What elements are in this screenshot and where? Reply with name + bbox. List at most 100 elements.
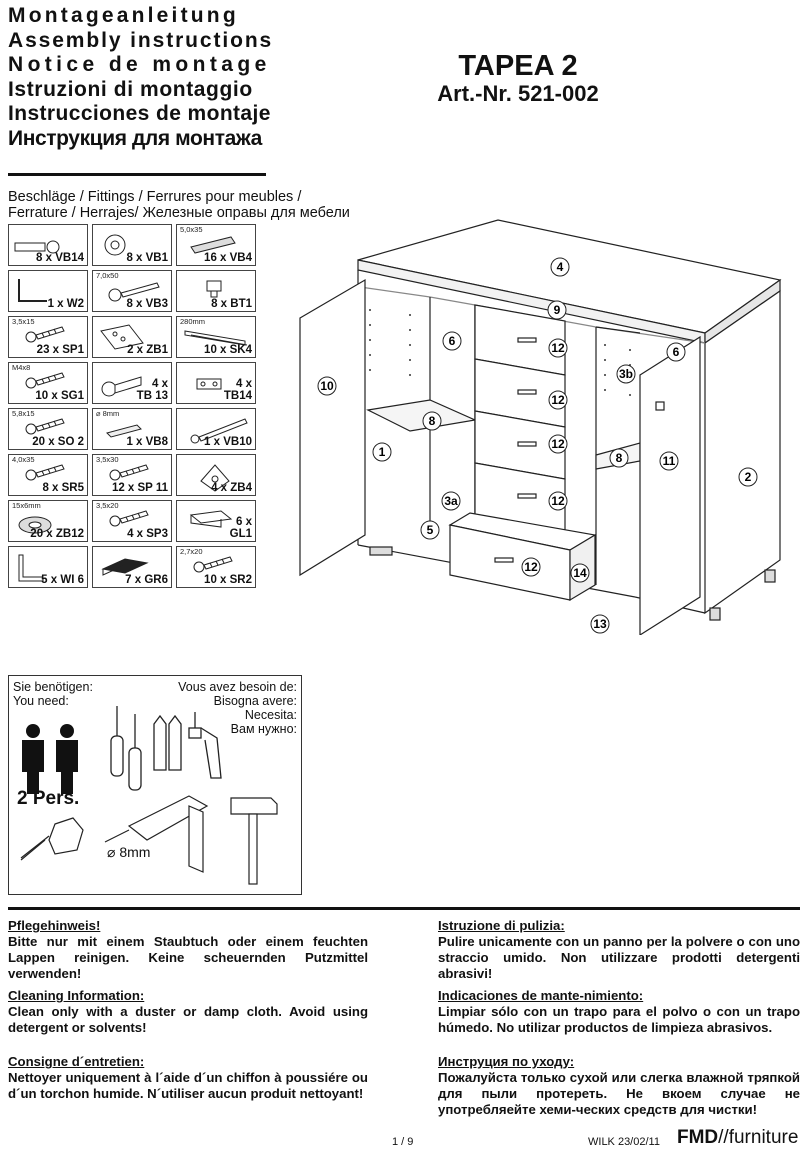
care-de: Pflegehinweis! Bitte nur mit einem Staub… (8, 918, 368, 982)
fitting-label: 4 x TB 13 (136, 378, 168, 402)
care-es: Indicaciones de mante-nimiento: Limpiar … (438, 988, 800, 1036)
tools-box: Sie benötigen: You need: Vous avez besoi… (8, 675, 302, 895)
care-fr-body: Nettoyer uniquement à l´aide d´un chiffo… (8, 1070, 368, 1101)
callout-text: 12 (524, 560, 538, 574)
care-en-heading: Cleaning Information: (8, 988, 145, 1003)
drill-bit-label: ⌀ 8mm (107, 844, 151, 860)
callout-circle (420, 520, 440, 540)
callout-circle (442, 331, 462, 351)
felt-pad-icon (18, 516, 52, 534)
callout-text: 3a (444, 494, 458, 508)
fitting-label: 20 x ZB12 (30, 528, 84, 540)
fitting-cell: 4 x TB14 (176, 362, 256, 404)
title-fr: Notice de montage (8, 53, 271, 76)
fitting-label: 1 x W2 (47, 298, 84, 310)
need-ru: Вам нужно: (230, 722, 297, 736)
fitting-label: 8 x VB3 (126, 298, 168, 310)
tools-illustration (20, 706, 278, 885)
callout-1: 1 (372, 442, 392, 462)
callout-text: 12 (551, 341, 565, 355)
cam-dowel-icon (14, 240, 60, 254)
hinge-plate-icon (196, 378, 222, 390)
screw-icon (109, 510, 149, 527)
fitting-cell: 4 x ZB4 (176, 454, 256, 496)
callout-12: 12 (548, 491, 568, 511)
fitting-cell: 1 x VB10 (176, 408, 256, 450)
fitting-label: 4 x ZB4 (211, 482, 252, 494)
callout-text: 12 (551, 494, 565, 508)
callout-12: 12 (521, 557, 541, 577)
drawer-rail-icon (184, 330, 248, 346)
allen-key-icon (18, 279, 47, 302)
fitting-dimension: 15x6mm (12, 501, 41, 510)
callout-text: 6 (673, 345, 680, 359)
document-code: WILK 23/02/11 (588, 1136, 660, 1148)
care-de-heading: Pflegehinweis! (8, 918, 101, 933)
fitting-label: 1 x VB10 (204, 436, 252, 448)
fitting-label: 8 x VB1 (126, 252, 168, 264)
title-en: Assembly instructions (8, 28, 274, 52)
product-block: TAPEA 2 Art.-Nr. 521-002 (432, 50, 604, 106)
brand-logo: FMD//furniture (677, 1128, 798, 1148)
fitting-cell: 4 x TB 13 (92, 362, 172, 404)
callout-text: 2 (745, 470, 752, 484)
care-ru: Инструция по уходу: Пожалуйста только су… (438, 1054, 800, 1118)
callout-circle (659, 451, 679, 471)
callout-12: 12 (548, 390, 568, 410)
care-en-body: Clean only with a duster or damp cloth. … (8, 1004, 368, 1035)
connector-screw-icon (108, 282, 160, 302)
care-rule (8, 907, 800, 910)
callout-text: 11 (663, 454, 676, 468)
wood-dowel-icon (190, 236, 236, 254)
callout-circle (317, 376, 337, 396)
article-number: Art.-Nr. 521-002 (437, 81, 599, 106)
fitting-label: 8 x VB14 (36, 252, 84, 264)
callout-circle (422, 411, 442, 431)
fitting-dimension: 3,5x20 (96, 501, 119, 510)
callout-4: 4 (550, 257, 570, 277)
fitting-cell: 8 x BT1 (176, 270, 256, 312)
angle-bracket-icon (18, 554, 44, 582)
wall-plug-icon (106, 424, 142, 438)
callout-text: 10 (320, 379, 334, 393)
fitting-cell: 7,0x50 8 x VB3 (92, 270, 172, 312)
need-it: Bisogna avere: (213, 694, 297, 708)
screw-icon (25, 326, 65, 343)
drill-icon (104, 795, 209, 873)
care-fr-heading: Consigne d´entretien: (8, 1054, 145, 1069)
fitting-label: 23 x SP1 (36, 344, 84, 356)
fitting-dimension: 7,0x50 (96, 271, 119, 280)
fitting-dimension: ⌀ 8mm (96, 409, 120, 418)
shelf-pin-icon (206, 280, 222, 298)
callout-circle (738, 467, 758, 487)
screw-icon (109, 464, 149, 481)
fitting-cell: 5 x WI 6 (8, 546, 88, 588)
care-ru-heading: Инструция по уходу: (438, 1054, 575, 1069)
fitting-label: 16 x VB4 (204, 252, 252, 264)
care-de-body: Bitte nur mit einem Staubtuch oder einem… (8, 934, 368, 981)
title-it: Istruzioni di montaggio (8, 77, 253, 101)
screw-icon (25, 418, 65, 435)
screw-icon (25, 372, 65, 389)
fitting-label: 10 x SR2 (204, 574, 252, 586)
fittings-header: Beschläge / Fittings / Ferrures pour meu… (8, 189, 350, 221)
callout-text: 4 (557, 260, 564, 274)
screw-icon (193, 556, 233, 573)
care-it-heading: Istruzione di pulizia: (438, 918, 565, 933)
fitting-dimension: 2,7x20 (180, 547, 203, 556)
callout-3b: 3b (616, 364, 636, 384)
callout-circle (548, 434, 568, 454)
brand-bold: FMD (677, 1127, 719, 1148)
callout-11: 11 (659, 451, 679, 471)
callout-circle (548, 390, 568, 410)
you-need-right: Vous avez besoin de: Bisogna avere: Nece… (178, 680, 297, 736)
fitting-cell: 8 x VB1 (92, 224, 172, 266)
callout-10: 10 (317, 376, 337, 396)
callout-circle (616, 364, 636, 384)
